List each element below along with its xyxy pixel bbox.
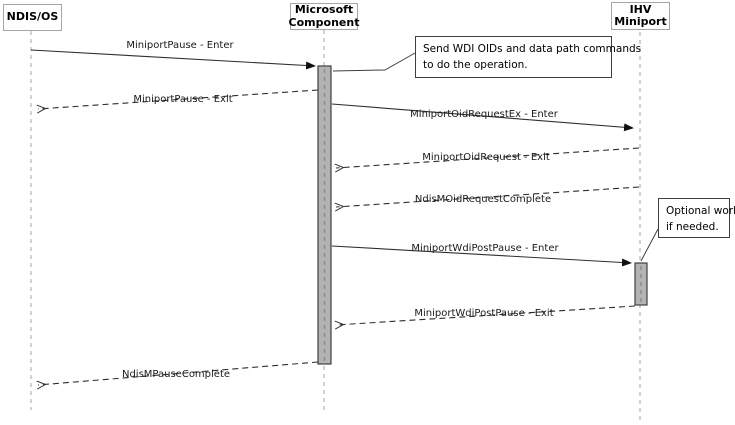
actor-ihv-miniport: IHV Miniport	[611, 2, 670, 30]
actor-label: NDIS/OS	[6, 10, 59, 24]
note-send-wdi-oids: Send WDI OIDs and data path commands to …	[415, 36, 642, 78]
note-text: to do the operation.	[423, 59, 528, 71]
message-label-miniport-pause-exit: MiniportPause - Exit	[133, 94, 233, 105]
message-label-miniport-oid-request-exit: MiniportOidRequest - Exit	[422, 152, 550, 163]
actor-ndis-os: NDIS/OS	[3, 4, 62, 31]
actor-label: Microsoft	[294, 3, 354, 16]
arrow-ndism-pause-complete	[38, 361, 319, 385]
message-label-miniport-pause-enter: MiniportPause - Enter	[126, 40, 234, 51]
arrow-miniport-oid-request-exit	[336, 147, 640, 168]
note-text: Optional work	[666, 205, 735, 217]
note-text: Send WDI OIDs and data path commands	[423, 43, 642, 55]
actor-label: IHV	[629, 2, 652, 16]
actor-microsoft-component: Microsoft Component	[288, 3, 360, 30]
arrow-miniport-pause-exit	[38, 89, 319, 109]
activation-bar-ihv-miniport	[634, 262, 648, 306]
actor-label: Component	[288, 15, 360, 29]
note-text: if needed.	[666, 221, 719, 233]
message-label-ndism-pause-complete: NdisMPauseComplete	[121, 369, 231, 380]
arrow-ndism-oid-request-complete	[336, 186, 640, 207]
message-label-miniport-oid-request-ex-enter: MiniportOidRequestEx - Enter	[410, 109, 558, 120]
message-label-miniport-wdi-post-pause-exit: MiniportWdiPostPause - Exit	[414, 308, 554, 319]
arrow-miniport-pause-enter	[30, 49, 316, 70]
arrow-miniport-oid-request-ex-enter	[331, 103, 634, 132]
message-label-miniport-wdi-post-pause-enter: MiniportWdiPostPause - Enter	[411, 243, 559, 254]
note-connector-optional-work	[640, 228, 659, 262]
note-connector-send-wdi-oids	[332, 52, 416, 72]
activation-bar-microsoft-component	[317, 65, 332, 365]
note-optional-work: Optional work if needed.	[658, 198, 735, 238]
message-label-ndism-oid-request-complete: NdisMOidRequestComplete	[414, 194, 552, 205]
arrow-miniport-wdi-post-pause-enter	[331, 245, 632, 267]
actor-label: Miniport	[614, 15, 667, 28]
